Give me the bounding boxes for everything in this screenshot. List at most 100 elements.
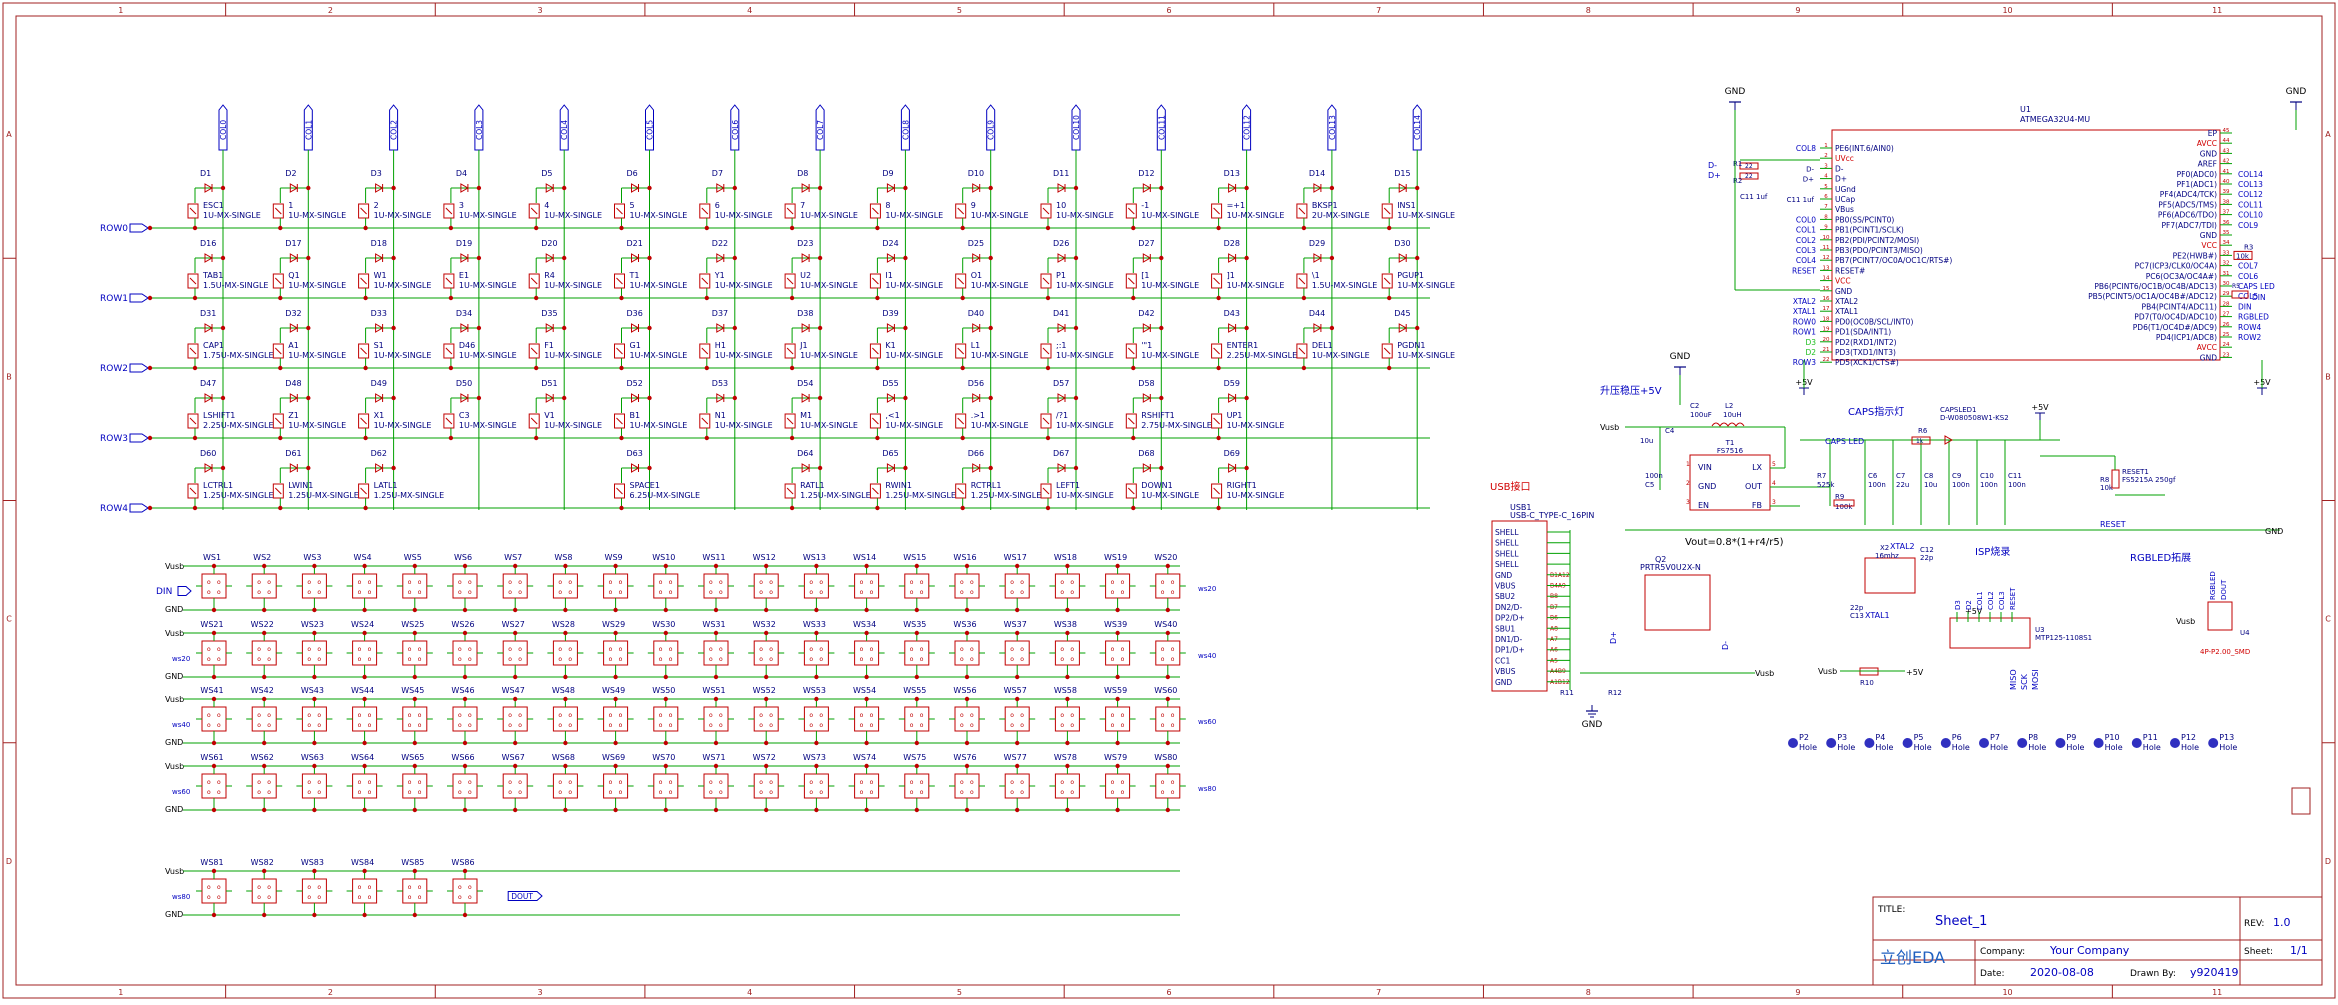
- ws-ref: WS26: [451, 620, 474, 629]
- inner-border: [15, 15, 2323, 986]
- row-net-flag: ROW0: [100, 223, 149, 234]
- ws-pin: o: [257, 779, 261, 786]
- junction-dot: [412, 696, 417, 702]
- pin-name: PB6(PCINT6/OC1B/OC4B/ADC13): [2094, 282, 2217, 291]
- ws-ref: WS58: [1054, 686, 1077, 695]
- diode-ref: D40: [968, 309, 984, 318]
- ws-pin: o: [1111, 789, 1115, 796]
- junction-dot: [362, 912, 367, 918]
- tb-stamp: [2291, 787, 2311, 815]
- diode-symbol: [886, 253, 896, 263]
- resistor-value: 10k: [2100, 484, 2114, 492]
- ws-ref: WS63: [301, 753, 324, 762]
- junction-dot: [312, 607, 317, 613]
- ws-pin: o: [508, 656, 512, 663]
- ws-body: [552, 573, 578, 599]
- ws-pin: o: [910, 722, 914, 729]
- pin-num: 26: [2223, 322, 2230, 328]
- diode-ref: D11: [1053, 169, 1069, 178]
- pin-num: 32: [2223, 261, 2230, 267]
- junction-dot: [306, 255, 311, 261]
- ws-body: [653, 573, 679, 599]
- switch-lever: [1127, 487, 1135, 495]
- frame-col-label: 7: [1376, 988, 1381, 997]
- ws-body: [301, 878, 327, 904]
- key-footprint: 1U-MX-SINGLE: [374, 211, 432, 220]
- pin-name: VBus: [1835, 205, 1854, 214]
- switch-lever: [274, 277, 282, 285]
- diode-symbol: [1313, 323, 1322, 333]
- usb-pin: VBUSB4A9: [1495, 582, 1570, 591]
- resistor-value: 1k: [1916, 438, 1924, 445]
- diode-ref: D5: [541, 169, 552, 178]
- isp-signal-label: MISO: [2009, 669, 2018, 690]
- frame-row-label: C: [6, 615, 12, 624]
- switch-lever: [1127, 347, 1135, 355]
- resistor-ref: R7: [1817, 472, 1826, 480]
- junction-dot: [1415, 185, 1420, 191]
- junction-dot: [312, 763, 317, 769]
- switch-lever: [1042, 347, 1050, 355]
- diode-symbol: [1142, 323, 1152, 333]
- ws-body: [1105, 773, 1131, 799]
- junction-dot: [764, 696, 769, 702]
- tvs-part: PRTR5V0U2X-N: [1640, 563, 1701, 572]
- usb-pin: DP2/D+B6: [1495, 614, 1570, 623]
- row-net-text: ROW2: [100, 364, 128, 374]
- key-ref: A1: [288, 341, 299, 350]
- pin-num: 6: [1824, 194, 1828, 200]
- diode-symbol: [972, 393, 981, 403]
- pin-num: 4: [1824, 174, 1828, 180]
- junction-dot: [362, 763, 367, 769]
- pin-net: D+: [1803, 176, 1814, 184]
- ws-pin: o: [1020, 579, 1024, 586]
- ws-pin: o: [910, 656, 914, 663]
- ws-pin: o: [1020, 646, 1024, 653]
- ws-ref: WS11: [702, 553, 725, 562]
- ws-pin: o: [1111, 779, 1115, 786]
- junction-dot: [476, 185, 482, 191]
- diode-symbol: [1398, 183, 1408, 193]
- junction-dot: [147, 225, 153, 231]
- pin-num: 30: [2223, 281, 2230, 287]
- junction-dot: [362, 674, 367, 680]
- junction-dot: [462, 740, 468, 746]
- diode-ref: D57: [1053, 379, 1069, 388]
- ws-pin: o: [1111, 656, 1115, 663]
- key-footprint: 1U-MX-SINGLE: [544, 351, 602, 360]
- pin-net: COL8: [1796, 144, 1816, 153]
- ws-pin: o: [709, 646, 713, 653]
- pin-name: PB3(PDO/PCINT3/MISO): [1835, 246, 1923, 255]
- ws-pin: o: [719, 712, 723, 719]
- switch-ref: RESET1: [2122, 468, 2149, 476]
- junction-dot: [1159, 255, 1164, 261]
- ws-out-label: ws40: [1198, 652, 1216, 660]
- ws-pin: o: [468, 589, 472, 596]
- switch-lever: [530, 417, 538, 425]
- ws-pin: o: [307, 779, 311, 786]
- junction-dot: [563, 674, 568, 680]
- ws-body: [803, 773, 829, 799]
- ws-pin: o: [257, 579, 261, 586]
- cap-ref: C10: [1980, 472, 1994, 480]
- ws-pin: o: [468, 712, 472, 719]
- ws-pin: o: [508, 722, 512, 729]
- key-ref: CAP1: [203, 341, 224, 350]
- diode-symbol: [204, 323, 214, 333]
- ws-pin: o: [609, 579, 613, 586]
- switch-body: [1381, 273, 1393, 289]
- junction-dot: [1131, 365, 1136, 371]
